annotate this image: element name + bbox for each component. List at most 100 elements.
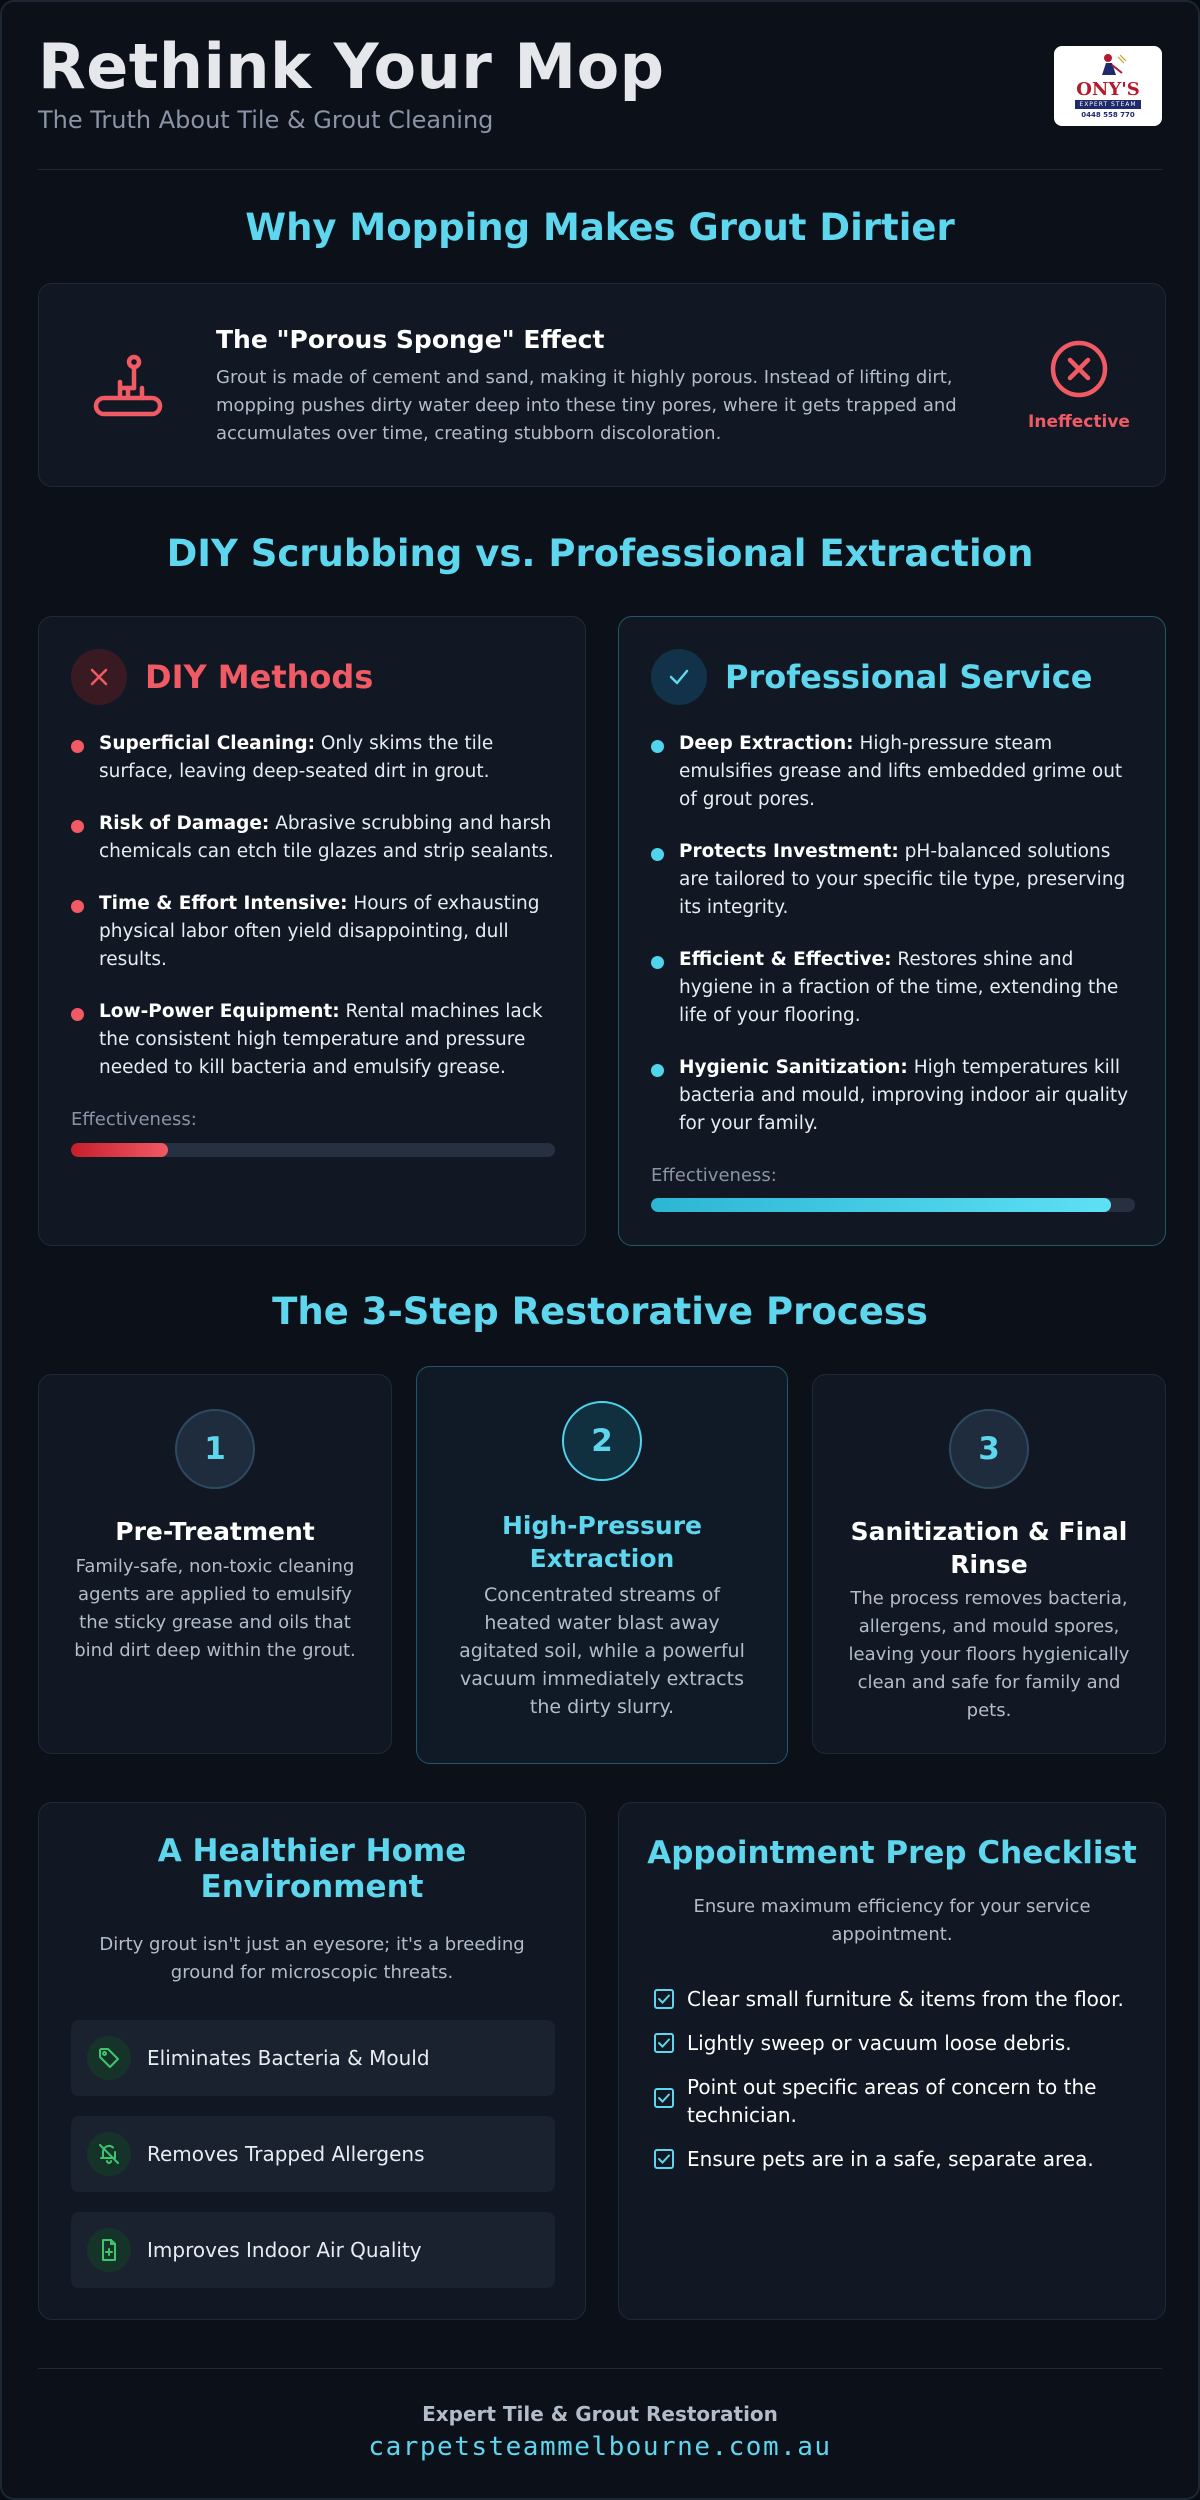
bullet-dot	[71, 1008, 84, 1021]
checklist-item[interactable]: Lightly sweep or vacuum loose debris.	[653, 2029, 1133, 2057]
tag-icon	[87, 2036, 131, 2080]
pro-effectiveness-label: Effectiveness:	[651, 1165, 777, 1186]
bullet-dot	[71, 740, 84, 753]
header: Rethink Your Mop The Truth About Tile & …	[38, 2, 1162, 170]
pro-header: Professional Service	[651, 649, 1092, 705]
footer-brand: Expert Tile & Grout Restoration	[422, 2402, 778, 2426]
list-item: Low-Power Equipment: Rental machines lac…	[71, 998, 559, 1082]
professional-service-card: Professional Service Deep Extraction: Hi…	[618, 616, 1166, 1246]
logo-tag: EXPERT STEAM	[1075, 100, 1141, 109]
checklist-title: Appointment Prep Checklist	[647, 1835, 1137, 1871]
bullet-dot	[651, 740, 664, 753]
step-title: Sanitization & Final Rinse	[850, 1517, 1128, 1579]
benefit-item: Eliminates Bacteria & Mould	[71, 2020, 555, 2096]
diy-header: DIY Methods	[71, 649, 373, 705]
brand-logo[interactable]: ONY'S EXPERT STEAM 0448 558 770	[1054, 46, 1162, 126]
step-card-2: 2 High-Pressure Extraction Concentrated …	[416, 1366, 788, 1764]
step-number: 1	[175, 1409, 255, 1489]
checkbox-checked-icon[interactable]	[653, 1988, 675, 2010]
step-number: 2	[562, 1401, 642, 1481]
item-text: Hours of exhausting physical labor often…	[99, 893, 540, 970]
item-bold: Efficient & Effective:	[679, 949, 892, 970]
step-card-1: 1 Pre-Treatment Family-safe, non-toxic c…	[38, 1374, 392, 1754]
checklist-text: Ensure maximum efficiency for your servi…	[693, 1896, 1091, 1945]
diy-list: Superficial Cleaning: Only skims the til…	[71, 730, 559, 1106]
section-title-process: The 3-Step Restorative Process	[272, 1290, 928, 1333]
mop-icon	[93, 354, 163, 417]
checkbox-checked-icon[interactable]	[653, 2087, 675, 2109]
item-text: Only skims the tile surface, leaving dee…	[99, 733, 494, 782]
checklist-item-label: Point out specific areas of concern to t…	[687, 2075, 1097, 2127]
item-text: High temperatures kill bacteria and moul…	[679, 1057, 1129, 1134]
item-text: Rental machines lack the consistent high…	[99, 1001, 543, 1078]
healthier-home-card: A Healthier Home Environment Dirty grout…	[38, 1802, 586, 2320]
step-text: Concentrated streams of heated water bla…	[459, 1584, 745, 1718]
list-item: Deep Extraction: High-pressure steam emu…	[651, 730, 1139, 814]
checklist-items: Clear small furniture & items from the f…	[653, 1985, 1133, 2189]
checkbox-checked-icon[interactable]	[653, 2032, 675, 2054]
checklist-item-label: Lightly sweep or vacuum loose debris.	[687, 2031, 1072, 2055]
step-number: 3	[949, 1409, 1029, 1489]
sponge-card-title: The "Porous Sponge" Effect	[216, 325, 605, 354]
checklist-item[interactable]: Clear small furniture & items from the f…	[653, 1985, 1133, 2013]
pro-effectiveness-fill	[651, 1198, 1111, 1212]
benefit-item: Improves Indoor Air Quality	[71, 2212, 555, 2288]
logo-phone: 0448 558 770	[1081, 111, 1135, 119]
checkbox-checked-icon[interactable]	[653, 2148, 675, 2170]
item-bold: Deep Extraction:	[679, 733, 854, 754]
step-text: The process removes bacteria, allergens,…	[848, 1588, 1130, 1721]
pro-title: Professional Service	[725, 658, 1093, 696]
health-text: Dirty grout isn't just an eyesore; it's …	[99, 1934, 525, 1983]
checklist-item-label: Clear small furniture & items from the f…	[687, 1987, 1124, 2011]
check-icon	[651, 649, 707, 705]
list-item: Protects Investment: pH-balanced solutio…	[651, 838, 1139, 922]
porous-sponge-card: The "Porous Sponge" Effect Grout is made…	[38, 283, 1166, 487]
checklist-item[interactable]: Ensure pets are in a safe, separate area…	[653, 2145, 1133, 2173]
benefit-label: Eliminates Bacteria & Mould	[147, 2046, 430, 2070]
list-item: Time & Effort Intensive: Hours of exhaus…	[71, 890, 559, 974]
item-text: High-pressure steam emulsifies grease an…	[679, 733, 1123, 810]
item-text: pH-balanced solutions are tailored to yo…	[679, 841, 1126, 918]
bell-off-icon	[87, 2132, 131, 2176]
list-item: Risk of Damage: Abrasive scrubbing and h…	[71, 810, 559, 866]
footer-divider	[38, 2368, 1162, 2369]
bullet-dot	[651, 848, 664, 861]
item-bold: Superficial Cleaning:	[99, 733, 315, 754]
checklist-item-label: Ensure pets are in a safe, separate area…	[687, 2147, 1094, 2171]
step-text: Family-safe, non-toxic cleaning agents a…	[74, 1556, 356, 1661]
benefit-label: Improves Indoor Air Quality	[147, 2238, 422, 2262]
bullet-dot	[71, 820, 84, 833]
bullet-dot	[71, 900, 84, 913]
item-bold: Hygienic Sanitization:	[679, 1057, 908, 1078]
item-text: Restores shine and hygiene in a fraction…	[679, 949, 1119, 1026]
bullet-dot	[651, 1064, 664, 1077]
item-bold: Time & Effort Intensive:	[99, 893, 348, 914]
ineffective-label: Ineffective	[1028, 412, 1130, 432]
pro-effectiveness-bar	[651, 1198, 1135, 1212]
item-text: Abrasive scrubbing and harsh chemicals c…	[99, 813, 555, 862]
footer-website-link[interactable]: carpetsteammelbourne.com.au	[368, 2432, 832, 2462]
sponge-card-text: Grout is made of cement and sand, making…	[216, 367, 957, 444]
list-item: Efficient & Effective: Restores shine an…	[651, 946, 1139, 1030]
checklist-item[interactable]: Point out specific areas of concern to t…	[653, 2073, 1133, 2129]
diy-title: DIY Methods	[145, 658, 374, 696]
appointment-checklist-card: Appointment Prep Checklist Ensure maximu…	[618, 1802, 1166, 2320]
diy-methods-card: DIY Methods Superficial Cleaning: Only s…	[38, 616, 586, 1246]
pro-list: Deep Extraction: High-pressure steam emu…	[651, 730, 1139, 1162]
benefit-label: Removes Trapped Allergens	[147, 2142, 425, 2166]
benefit-item: Removes Trapped Allergens	[71, 2116, 555, 2192]
x-circle-icon	[1050, 340, 1108, 398]
section-title-mopping: Why Mopping Makes Grout Dirtier	[245, 206, 955, 249]
diy-effectiveness-bar	[71, 1143, 555, 1157]
item-bold: Protects Investment:	[679, 841, 899, 862]
file-plus-icon	[87, 2228, 131, 2272]
list-item: Superficial Cleaning: Only skims the til…	[71, 730, 559, 786]
step-card-3: 3 Sanitization & Final Rinse The process…	[812, 1374, 1166, 1754]
item-bold: Risk of Damage:	[99, 813, 270, 834]
cleaner-figure-icon	[1102, 54, 1127, 75]
health-title: A Healthier Home Environment	[157, 1833, 467, 1905]
list-item: Hygienic Sanitization: High temperatures…	[651, 1054, 1139, 1138]
diy-effectiveness-fill	[71, 1143, 168, 1157]
page-title: Rethink Your Mop	[38, 30, 665, 103]
